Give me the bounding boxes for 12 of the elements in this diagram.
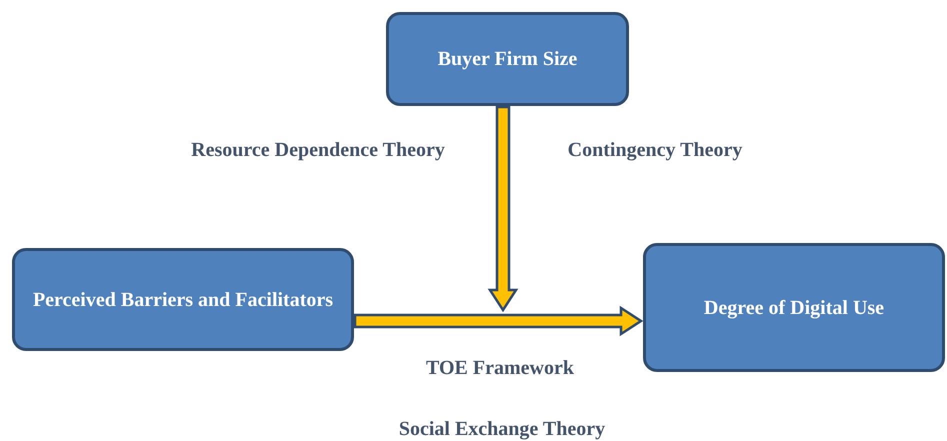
block-arrow [488,106,518,312]
block-arrow [354,306,644,336]
theory-label: Social Exchange Theory [398,418,606,441]
theory-label: Contingency Theory [568,139,742,162]
box-text: Perceived Barriers and Facilitators [32,288,334,312]
theory-label: Resource Dependence Theory [191,139,445,162]
box-text: Buyer Firm Size [438,47,578,72]
process-box [643,243,945,372]
process-box [12,248,354,351]
process-box [386,12,629,106]
theory-label: TOE Framework [426,357,574,380]
box-text: Degree of Digital Use [704,296,884,320]
